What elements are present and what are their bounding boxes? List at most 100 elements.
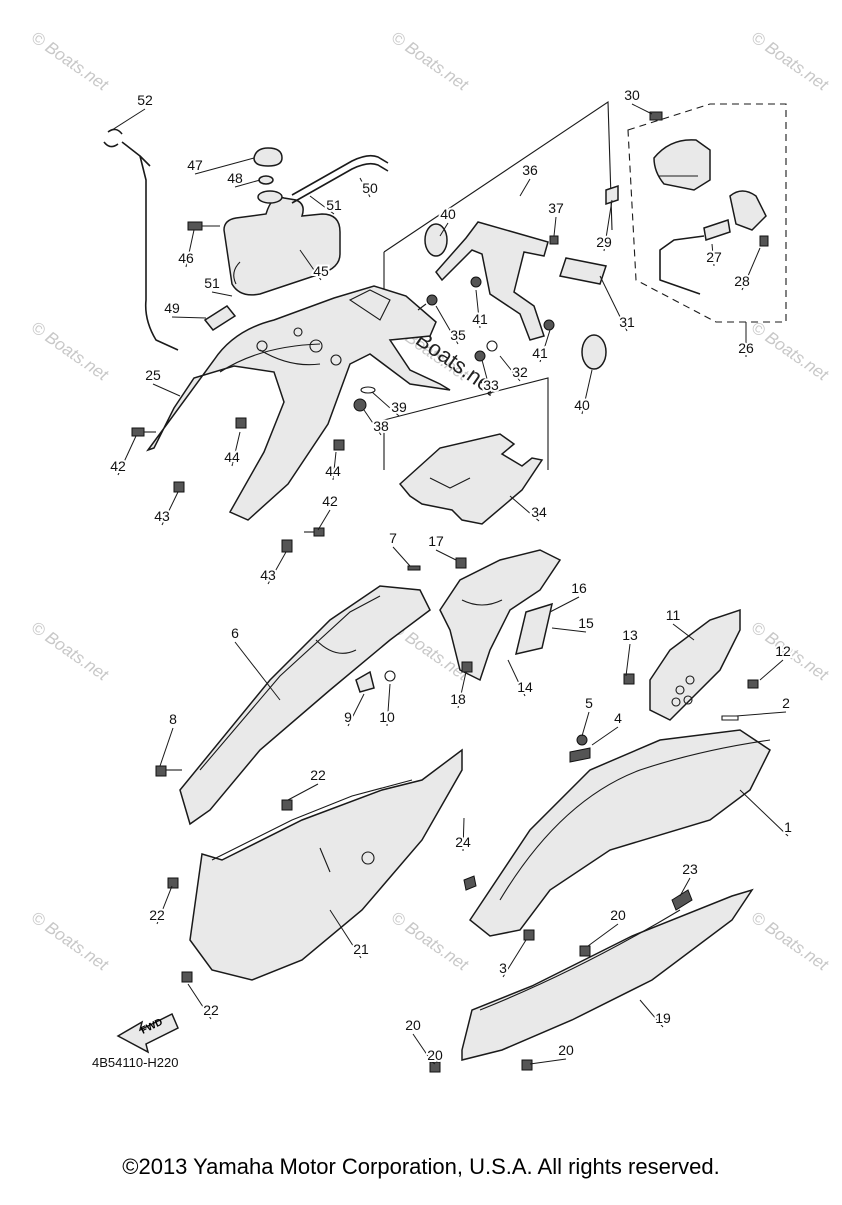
callout-leader bbox=[509, 495, 540, 522]
callout-leader bbox=[194, 157, 255, 175]
side-cover-1 bbox=[468, 729, 771, 941]
cover-11 bbox=[623, 608, 759, 721]
callout-20: 20 bbox=[427, 1047, 443, 1063]
callout-29: 29 bbox=[596, 234, 612, 250]
callout-leader bbox=[539, 329, 551, 363]
callout-1: 1 bbox=[784, 819, 792, 835]
callout-27: 27 bbox=[706, 249, 722, 265]
callout-26: 26 bbox=[738, 340, 754, 356]
callout-43: 43 bbox=[154, 508, 170, 524]
callout-51: 51 bbox=[326, 197, 342, 213]
callout-leader bbox=[711, 243, 715, 267]
callout-21: 21 bbox=[353, 941, 369, 957]
watermark-text: © Boats.net bbox=[388, 28, 473, 95]
callout-leader bbox=[759, 659, 784, 681]
callout-46: 46 bbox=[178, 250, 194, 266]
callout-11: 11 bbox=[666, 607, 681, 623]
callout-49: 49 bbox=[164, 300, 180, 316]
callout-leader bbox=[287, 783, 319, 801]
callout-leader bbox=[187, 983, 212, 1020]
watermark-text: © Boats.net bbox=[28, 318, 113, 385]
callout-leader bbox=[739, 789, 789, 837]
callout-leader bbox=[309, 195, 335, 215]
callout-leader bbox=[234, 179, 261, 188]
callout-20: 20 bbox=[558, 1042, 574, 1058]
callout-48: 48 bbox=[227, 170, 243, 186]
callout-leader bbox=[371, 391, 400, 417]
callout-leader bbox=[117, 435, 137, 476]
watermark-text: © Boats.net bbox=[28, 618, 113, 685]
callout-leader bbox=[435, 549, 457, 561]
callout-44: 44 bbox=[224, 449, 240, 465]
callout-40: 40 bbox=[574, 397, 590, 413]
callout-leader bbox=[499, 355, 521, 382]
callout-leader bbox=[581, 711, 590, 737]
callout-leader bbox=[551, 627, 587, 633]
callout-leader bbox=[475, 289, 481, 329]
diagram-code: 4B54110-H220 bbox=[92, 1055, 179, 1070]
watermark-text: © Boats.net bbox=[28, 908, 113, 975]
callout-42: 42 bbox=[110, 458, 126, 474]
callout-leader bbox=[317, 509, 331, 531]
callout-leader bbox=[502, 939, 527, 978]
callout-40: 40 bbox=[440, 206, 456, 222]
copyright-notice: ©2013 Yamaha Motor Corporation, U.S.A. A… bbox=[122, 1154, 720, 1179]
callout-leader bbox=[672, 623, 695, 641]
callout-7: 7 bbox=[389, 530, 397, 546]
callout-15: 15 bbox=[578, 615, 594, 631]
callout-16: 16 bbox=[571, 580, 587, 596]
callout-leader bbox=[591, 726, 619, 746]
callout-leader bbox=[741, 247, 761, 291]
callout-leader bbox=[679, 877, 691, 897]
callout-20: 20 bbox=[405, 1017, 421, 1033]
callout-leader bbox=[462, 817, 465, 852]
callout-51: 51 bbox=[204, 275, 220, 291]
callout-13: 13 bbox=[622, 627, 638, 643]
callout-38: 38 bbox=[373, 418, 389, 434]
callout-12: 12 bbox=[775, 643, 791, 659]
rear-cover-14 bbox=[439, 549, 562, 682]
callout-leader bbox=[631, 103, 653, 115]
callout-25: 25 bbox=[145, 367, 161, 383]
callout-8: 8 bbox=[169, 711, 177, 727]
callout-leader bbox=[625, 643, 631, 677]
callout-leader bbox=[581, 369, 593, 415]
callout-leader bbox=[431, 1061, 436, 1065]
callout-10: 10 bbox=[379, 709, 395, 725]
callout-leader bbox=[412, 1033, 433, 1063]
callout-leader bbox=[519, 178, 531, 197]
callout-leader bbox=[529, 1058, 567, 1065]
callout-9: 9 bbox=[344, 709, 352, 725]
callout-leader bbox=[332, 451, 337, 481]
callout-22: 22 bbox=[203, 1002, 219, 1018]
callout-leader bbox=[363, 409, 382, 436]
callout-leader bbox=[457, 671, 467, 709]
callout-18: 18 bbox=[450, 691, 466, 707]
side-cover-6 bbox=[155, 565, 431, 826]
callout-leader bbox=[347, 693, 365, 727]
callout-leader bbox=[152, 383, 181, 397]
callout-20: 20 bbox=[610, 907, 626, 923]
tail-light-group-26 bbox=[605, 111, 769, 295]
callout-31: 31 bbox=[619, 314, 635, 330]
callout-leader bbox=[587, 923, 619, 947]
callout-leader bbox=[359, 177, 371, 198]
callout-41: 41 bbox=[532, 345, 548, 361]
side-cover-21 bbox=[167, 748, 477, 983]
callout-leader bbox=[211, 291, 233, 297]
callout-leader bbox=[267, 551, 287, 585]
callout-33: 33 bbox=[483, 377, 499, 393]
callout-14: 14 bbox=[517, 679, 533, 695]
watermark-text: © Boats.net bbox=[388, 908, 473, 975]
callout-45: 45 bbox=[313, 263, 329, 279]
license-bracket-36 bbox=[424, 221, 607, 370]
callout-leader bbox=[159, 727, 174, 767]
rear-frame-25 bbox=[146, 285, 451, 521]
callout-leader bbox=[231, 431, 241, 467]
fwd-arrow: FWD bbox=[116, 1012, 179, 1054]
watermark-text: © Boats.net bbox=[748, 28, 833, 95]
callout-22: 22 bbox=[149, 907, 165, 923]
callout-36: 36 bbox=[522, 162, 538, 178]
